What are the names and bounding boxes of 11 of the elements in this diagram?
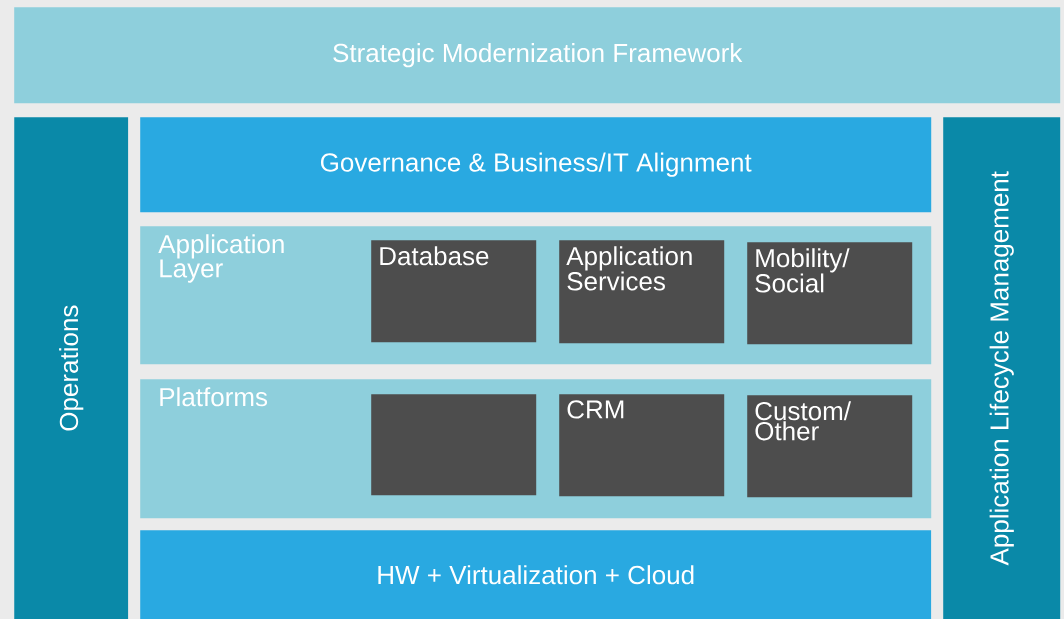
component-box: Application Services [559,240,725,344]
component-box [371,394,537,496]
component-box: Custom/ Other [747,395,913,498]
component-box: Mobility/ Social [747,242,913,345]
layer-band: Governance & Business/IT Alignment [140,117,932,213]
layer-band: HW + Virtualization + Cloud [140,530,932,619]
component-box: Database [371,240,537,343]
component-box: CRM [559,394,725,497]
side-bar: Operations [14,117,129,619]
title-band: Strategic Modernization Framework [14,7,1061,104]
side-bar: Application Lifecycle Management [943,117,1061,619]
